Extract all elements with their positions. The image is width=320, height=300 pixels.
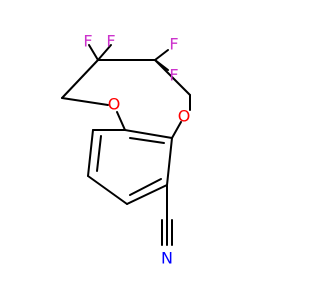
bond-ar5-ar6 (87, 129, 94, 177)
atom-fluorine-3: F (169, 35, 178, 54)
bond-c1-c2 (61, 59, 99, 99)
atom-oxygen-2: O (178, 107, 191, 126)
atom-fluorine-2: F (106, 32, 115, 51)
atom-nitrogen-1: N (161, 249, 173, 268)
bond-o1-c1 (61, 97, 109, 106)
bond-c3-f4 (154, 59, 169, 71)
bond-c2-f2 (97, 44, 112, 61)
bond-ar2-ar3 (166, 137, 173, 186)
bond-ar3-ar4-inner (129, 178, 162, 196)
bond-c3-f3 (154, 49, 169, 61)
atom-fluorine-1: F (83, 32, 92, 51)
atom-oxygen-1: O (108, 95, 121, 114)
bond-c2-f1 (88, 44, 99, 61)
bond-c3-c4 (154, 59, 191, 96)
bond-ar1-ar2-inner (129, 137, 165, 144)
bond-o1-ar1 (116, 111, 126, 131)
bond-ar4-ar5 (87, 175, 128, 205)
molecule-diagram: F F F F O O N (0, 0, 300, 300)
atom-label-layer: F F F F O O N (83, 32, 190, 268)
bond-ar3-ar4 (126, 184, 168, 205)
structure-canvas: F F F F O O N (0, 0, 300, 300)
atom-fluorine-4: F (169, 66, 178, 85)
bond-ar1-ar2 (124, 129, 173, 139)
background (0, 0, 300, 300)
bond-layer (61, 44, 191, 246)
bond-ar5-ar6-inner (96, 135, 102, 172)
bond-o2-ar2 (171, 121, 182, 139)
